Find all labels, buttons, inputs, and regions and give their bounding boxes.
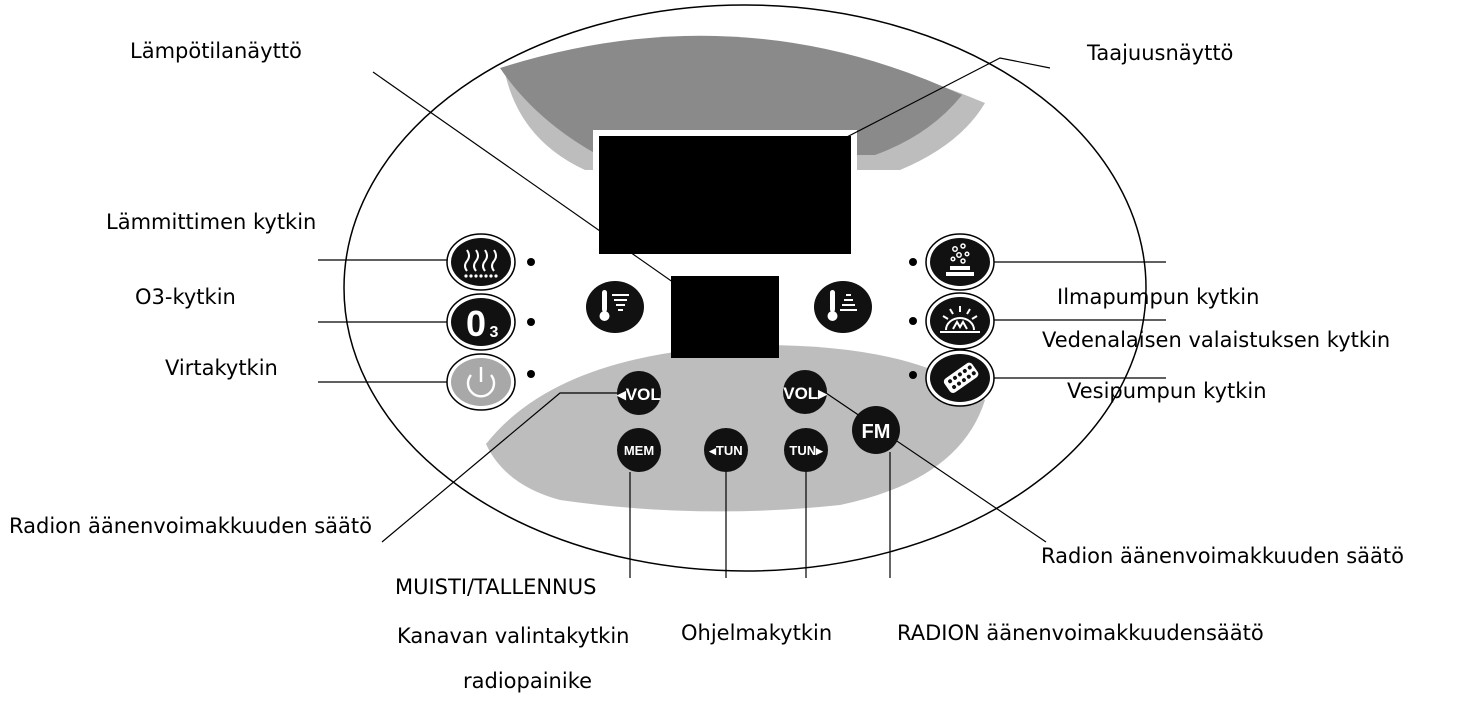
mem-button[interactable]: MEM bbox=[617, 428, 661, 472]
label-radio-button: radiopainike bbox=[463, 669, 593, 693]
top-band bbox=[500, 35, 962, 156]
power-icon bbox=[466, 367, 496, 398]
tun-left-button[interactable]: ◂TUN bbox=[704, 428, 748, 472]
svg-text:VOL▸: VOL▸ bbox=[783, 384, 828, 403]
svg-text:◂VOL: ◂VOL bbox=[616, 385, 660, 404]
leader-temp-display bbox=[372, 71, 728, 321]
label-underwater-light-switch: Vedenalaisen valaistuksen kytkin bbox=[1042, 328, 1391, 352]
sunrise-light-icon bbox=[940, 306, 980, 333]
o3-indicator bbox=[527, 318, 535, 326]
underwater-light-switch[interactable] bbox=[925, 292, 995, 350]
temperature-display bbox=[671, 276, 779, 358]
ozone-icon-main: 0 bbox=[466, 303, 486, 344]
leader-vol-left bbox=[381, 392, 617, 543]
heater-indicator bbox=[527, 258, 535, 266]
fm-button[interactable]: FM bbox=[852, 406, 900, 454]
label-radio-volume-left: Radion äänenvoimakkuuden säätö bbox=[9, 514, 372, 538]
thermometer-up-icon bbox=[827, 290, 857, 321]
vol-right-button[interactable]: VOL▸ bbox=[783, 370, 828, 414]
temp-down-button[interactable] bbox=[586, 281, 644, 333]
ozone-icon-sub: 3 bbox=[490, 324, 499, 341]
svg-text:FM: FM bbox=[862, 421, 891, 443]
water-pump-indicator bbox=[909, 371, 917, 379]
svg-text:◂TUN: ◂TUN bbox=[708, 443, 742, 458]
light-indicator bbox=[909, 317, 917, 325]
air-pump-indicator bbox=[909, 258, 917, 266]
svg-text:TUN▸: TUN▸ bbox=[789, 443, 824, 458]
frequency-display-screen bbox=[599, 136, 851, 254]
o3-switch[interactable]: 0 3 bbox=[446, 293, 516, 351]
label-o3-switch: O3-kytkin bbox=[135, 285, 236, 309]
heater-switch[interactable] bbox=[446, 233, 516, 291]
thermometer-down-icon bbox=[599, 290, 629, 321]
heat-waves-icon bbox=[464, 249, 497, 272]
label-radio-volume-right: Radion äänenvoimakkuuden säätö bbox=[1041, 544, 1404, 568]
bottom-band bbox=[486, 345, 985, 512]
label-water-pump-switch: Vesipumpun kytkin bbox=[1067, 379, 1267, 403]
power-indicator bbox=[527, 370, 535, 378]
svg-text:MEM: MEM bbox=[624, 443, 654, 458]
label-radio-volume-fm: RADION äänenvoimakkuudensäätö bbox=[897, 621, 1264, 645]
water-pump-switch[interactable] bbox=[925, 349, 995, 407]
label-temperature-display: Lämpötilanäyttö bbox=[130, 39, 302, 63]
label-heater-switch: Lämmittimen kytkin bbox=[106, 210, 317, 234]
label-memory-save: MUISTI/TALLENNUS bbox=[395, 575, 597, 599]
jet-nozzle-icon bbox=[943, 362, 979, 393]
label-frequency-display: Taajuusnäyttö bbox=[1087, 41, 1234, 65]
tun-right-button[interactable]: TUN▸ bbox=[784, 428, 828, 472]
label-program-switch: Ohjelmakytkin bbox=[681, 621, 833, 645]
temp-up-button[interactable] bbox=[814, 281, 872, 333]
label-air-pump-switch: Ilmapumpun kytkin bbox=[1057, 285, 1260, 309]
air-bubbles-icon bbox=[946, 243, 974, 276]
leader-freq-display bbox=[778, 57, 1051, 173]
air-pump-switch[interactable] bbox=[925, 233, 995, 291]
label-power-switch: Virtakytkin bbox=[165, 356, 278, 380]
label-channel-select: Kanavan valintakytkin bbox=[397, 624, 630, 648]
vol-left-button[interactable]: ◂VOL bbox=[616, 371, 661, 415]
power-switch[interactable] bbox=[446, 353, 516, 411]
